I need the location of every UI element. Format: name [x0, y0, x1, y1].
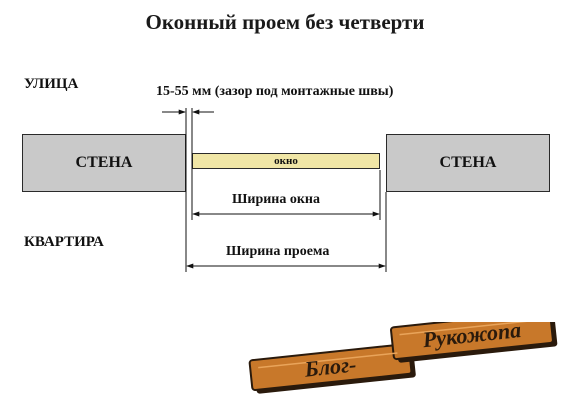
svg-text:Блог-: Блог- [302, 351, 357, 381]
apartment-label: КВАРТИРА [24, 234, 104, 250]
left-wall-label: СТЕНА [75, 154, 133, 171]
left-wall: СТЕНА [22, 134, 186, 192]
gap-dimension-label: 15-55 мм (зазор под монтажные швы) [156, 84, 394, 99]
blog-logo: Блог- Рукожопа [248, 310, 566, 394]
window-width-label: Ширина окна [232, 192, 320, 207]
street-label: УЛИЦА [24, 76, 79, 92]
diagram-title: Оконный проем без четверти [145, 10, 425, 34]
opening-width-label: Ширина проема [226, 244, 330, 259]
right-wall-label: СТЕНА [439, 154, 497, 171]
window-label: окно [274, 155, 298, 167]
logo-wooden-letters: Блог- Рукожопа [248, 310, 558, 394]
right-wall: СТЕНА [386, 134, 550, 192]
